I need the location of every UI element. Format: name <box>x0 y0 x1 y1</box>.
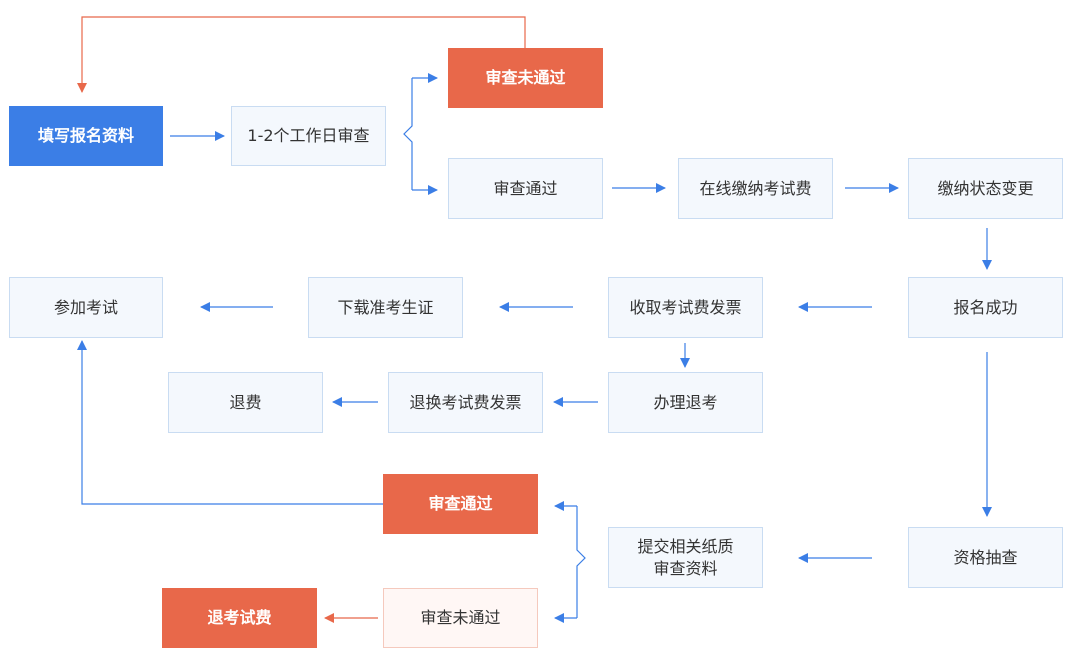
node-refund-exam-fee: 退考试费 <box>162 588 317 648</box>
node-refund: 退费 <box>168 372 323 433</box>
node-review-1-2-days-label: 1-2个工作日审查 <box>247 126 370 145</box>
node-submit-docs-line1: 提交相关纸质 <box>637 536 734 556</box>
node-refund-exam-fee-label: 退考试费 <box>207 608 272 627</box>
node-collect-invoice: 收取考试费发票 <box>608 277 763 338</box>
node-qualification-check-label: 资格抽查 <box>953 547 1018 567</box>
brace-top <box>403 78 413 190</box>
node-review-passed-bottom-label: 审查通过 <box>428 494 493 513</box>
node-review-passed-top-label: 审查通过 <box>493 178 558 198</box>
node-registration-success: 报名成功 <box>908 277 1063 338</box>
node-review-passed-top: 审查通过 <box>448 158 603 219</box>
brace-bottom <box>576 506 586 618</box>
node-withdraw-process-label: 办理退考 <box>653 392 718 412</box>
node-download-admission-label: 下载准考生证 <box>337 297 434 317</box>
node-attend-exam-label: 参加考试 <box>53 297 118 317</box>
node-review-passed-bottom: 审查通过 <box>383 474 538 534</box>
node-payment-status-change: 缴纳状态变更 <box>908 158 1063 219</box>
node-collect-invoice-label: 收取考试费发票 <box>629 297 742 317</box>
node-fill-info: 填写报名资料 <box>9 106 163 166</box>
node-payment-status-change-label: 缴纳状态变更 <box>937 178 1034 198</box>
node-attend-exam: 参加考试 <box>9 277 163 338</box>
node-online-payment: 在线缴纳考试费 <box>678 158 833 219</box>
node-submit-docs: 提交相关纸质 审查资料 <box>608 527 763 588</box>
node-exchange-invoice: 退换考试费发票 <box>388 372 543 433</box>
node-download-admission: 下载准考生证 <box>308 277 463 338</box>
node-qualification-check: 资格抽查 <box>908 527 1063 588</box>
node-review-failed-bottom: 审查未通过 <box>383 588 538 648</box>
node-online-payment-label: 在线缴纳考试费 <box>699 178 812 198</box>
node-refund-label: 退费 <box>229 392 262 412</box>
node-review-failed-top-label: 审查未通过 <box>485 68 566 87</box>
node-withdraw-process: 办理退考 <box>608 372 763 433</box>
node-exchange-invoice-label: 退换考试费发票 <box>409 392 522 412</box>
node-fill-info-label: 填写报名资料 <box>37 126 134 145</box>
node-submit-docs-line2: 审查资料 <box>653 558 718 578</box>
node-review-1-2-days: 1-2个工作日审查 <box>231 106 386 166</box>
arrow-failed-to-fill-info <box>77 16 526 93</box>
arrow-passed-bottom-to-attend <box>77 340 383 505</box>
node-review-failed-bottom-label: 审查未通过 <box>420 608 501 627</box>
node-registration-success-label: 报名成功 <box>953 297 1018 317</box>
node-review-failed-top: 审查未通过 <box>448 48 603 108</box>
